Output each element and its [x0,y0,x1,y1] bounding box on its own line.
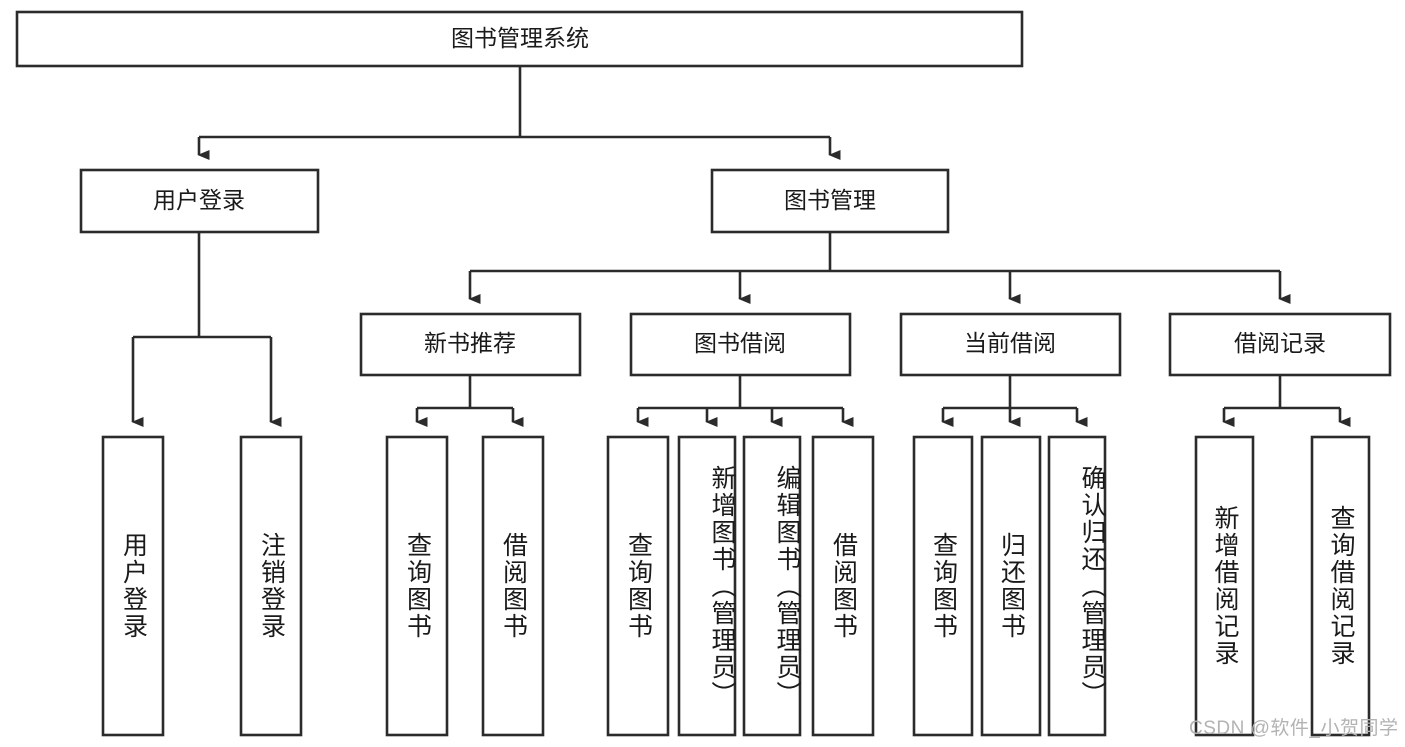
node-current-borrow[interactable]: 当前借阅 [899,312,1122,377]
leaf-box-borrow-record-1[interactable] [1194,435,1255,737]
leaf-box-book-borrow-4[interactable] [811,435,875,737]
node-book-management-label: 图书管理 [784,187,876,213]
leaf-box-book-borrow-3[interactable] [742,435,802,737]
leaf-box-borrow-record-2[interactable] [1310,435,1371,737]
leaf-box-new-book-2[interactable] [481,435,545,737]
connector-borrow-record-to-leaves [1222,375,1351,427]
node-borrow-record[interactable]: 借阅记录 [1168,312,1392,377]
connector-current-borrow-to-leaves [941,375,1088,427]
node-new-book-recommend[interactable]: 新书推荐 [359,312,582,377]
leaf-box-book-borrow-1[interactable] [606,435,670,737]
node-borrow-record-label: 借阅记录 [1234,330,1326,356]
leaf-box-current-borrow-2[interactable] [980,435,1042,737]
leaf-box-new-book-1[interactable] [385,435,449,737]
node-user-login[interactable]: 用户登录 [79,168,320,234]
connector-book-management-to-level3 [468,232,1291,304]
node-current-borrow-label: 当前借阅 [964,330,1056,356]
node-book-borrow[interactable]: 图书借阅 [629,312,852,377]
node-book-management[interactable]: 图书管理 [710,168,950,234]
node-root-book-management-system[interactable]: 图书管理系统 [15,10,1024,68]
leaf-box-book-borrow-2[interactable] [677,435,737,737]
connector-root-to-level2 [197,66,841,160]
node-book-borrow-label: 图书借阅 [694,330,786,356]
node-root-label: 图书管理系统 [451,25,589,51]
connector-user-login-to-leaves [131,232,282,427]
connector-new-book-recommend-to-leaves [415,375,524,427]
leaf-box-current-borrow-3[interactable] [1047,435,1107,737]
node-user-login-label: 用户登录 [153,187,245,213]
node-new-book-recommend-label: 新书推荐 [424,330,516,356]
leaf-box-current-borrow-1[interactable] [912,435,974,737]
csdn-watermark: CSDN @软件_小贺同学 [1189,718,1399,739]
connector-book-borrow-to-leaves [636,375,854,427]
leaf-box-user-login-1[interactable] [101,435,165,737]
leaf-box-user-login-2[interactable] [239,435,303,737]
